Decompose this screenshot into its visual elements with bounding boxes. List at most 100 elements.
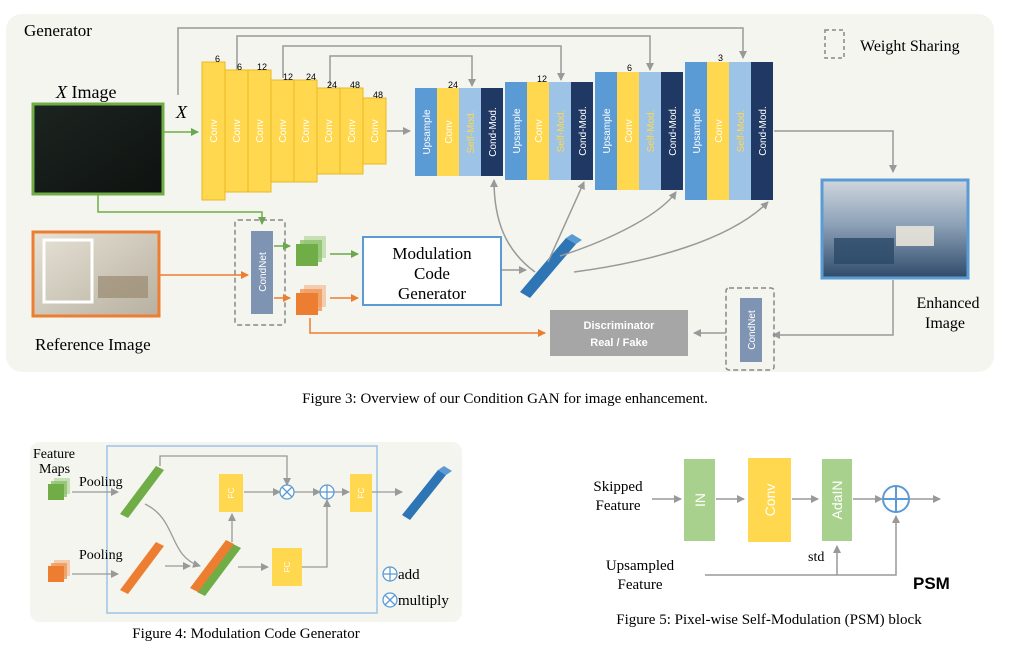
multiply-icon	[279, 484, 295, 500]
condnet-right-weight-sharing-box	[725, 287, 775, 371]
modulation-code-bar	[520, 238, 576, 298]
adain-label: AdaIN	[829, 481, 845, 520]
decoder: Upsample Conv Self-Mod. Cond-Mod. 24 Ups…	[415, 53, 773, 200]
condnet-block	[251, 231, 273, 314]
encoder-channel-count: 24	[306, 72, 316, 82]
cond-mod-label: Cond-Mod.	[578, 106, 589, 155]
code-to-cond-mod-4	[573, 201, 769, 273]
cond-mod-label: Cond-Mod.	[668, 106, 679, 155]
modulation-code-output-top	[438, 466, 452, 475]
decoder-conv-label: Conv	[444, 120, 455, 143]
self-mod-block	[639, 72, 661, 190]
self-mod-label: Self-Mod.	[466, 111, 477, 154]
self-mod-block	[729, 62, 751, 200]
condnet-right-label: CondNet	[747, 310, 758, 350]
add-legend-icon	[382, 566, 398, 582]
self-mod-block	[549, 82, 571, 180]
self-mod-label: Self-Mod.	[556, 110, 567, 153]
enhanced-image-label-line1: Enhanced	[916, 295, 979, 312]
fc-label: FC	[227, 487, 236, 498]
green-to-concat-arrow	[144, 503, 201, 568]
decoder-conv-block	[707, 62, 729, 200]
discriminator-output-label: Real / Fake	[590, 337, 647, 349]
modulation-label-line3: Generator	[398, 284, 466, 303]
modulation-label-line1: Modulation	[392, 244, 472, 263]
skipped-feature-label-line2: Feature	[596, 498, 641, 514]
concat-vector-green	[197, 544, 241, 596]
cond-mod-label: Cond-Mod.	[758, 106, 769, 155]
self-mod-label: Self-Mod.	[736, 110, 747, 153]
upsample-block	[505, 82, 527, 180]
cond-mod-block	[481, 88, 503, 176]
reference-image-label: Reference Image	[35, 335, 151, 354]
skip-connection-3	[282, 45, 565, 81]
cond-mod-block	[661, 72, 683, 190]
decoder-channel-count: 12	[537, 74, 547, 84]
upsample-block	[685, 62, 707, 200]
condnet-weight-sharing-box	[234, 219, 286, 326]
upsample-label: Upsample	[512, 108, 523, 153]
encoder-conv-block	[362, 97, 387, 165]
encoder-channel-count: 6	[237, 62, 242, 72]
pooling-label-green: Pooling	[79, 475, 123, 490]
x-arrow-label: X	[175, 102, 188, 122]
psm-conv-block	[748, 458, 791, 542]
adain-block	[822, 459, 852, 541]
encoder-channel-count: 6	[215, 54, 220, 64]
encoder-channel-count: 24	[327, 80, 337, 90]
encoder-conv-label: Conv	[278, 119, 289, 142]
encoder-channel-count: 48	[373, 90, 383, 100]
weight-sharing-label: Weight Sharing	[860, 38, 960, 55]
figure-5: Skipped Feature Upsampled Feature IN Con…	[593, 458, 950, 628]
decoder-conv-label: Conv	[714, 119, 725, 142]
std-label: std	[808, 550, 824, 565]
code-to-cond-mod-3	[559, 191, 677, 257]
generator-label: Generator	[24, 21, 92, 40]
self-mod-block	[459, 88, 481, 176]
modulation-code-generator-box	[362, 236, 502, 306]
code-to-cond-mod-2	[547, 181, 585, 263]
discriminator-block	[550, 310, 688, 356]
enhanced-to-condnet-arrow	[772, 280, 894, 339]
multiply-legend-label: multiply	[398, 593, 449, 609]
green-feature-map-icon	[296, 236, 326, 266]
decoder-channel-count: 3	[718, 53, 723, 63]
encoder-channel-count: 12	[257, 62, 267, 72]
upsample-block	[595, 72, 617, 190]
fc-label: FC	[283, 561, 292, 572]
upsample-label: Upsample	[692, 108, 703, 153]
enhanced-image-label-line2: Image	[925, 315, 965, 332]
orange-feature-map-icon	[296, 285, 326, 315]
figure-5-caption: Figure 5: Pixel-wise Self-Modulation (PS…	[616, 612, 922, 628]
green-feature-map-icon	[48, 478, 70, 500]
concat-vector-orange	[190, 540, 234, 592]
figure-3-caption: Figure 3: Overview of our Condition GAN …	[302, 391, 708, 407]
green-pooled-vector	[120, 466, 164, 518]
condnet-label: CondNet	[258, 252, 269, 292]
reference-image-shelf	[98, 276, 148, 298]
figure-4-caption: Figure 4: Modulation Code Generator	[132, 626, 359, 642]
discriminator-label: Discriminator	[584, 320, 656, 332]
pooling-label-orange: Pooling	[79, 548, 123, 563]
condnet-right-block	[740, 298, 762, 362]
modulation-code-bar-top	[566, 234, 582, 244]
orange-pooled-vector	[120, 542, 164, 594]
add-icon	[319, 484, 335, 500]
x-to-condnet-arrow	[97, 195, 266, 225]
in-block	[684, 459, 715, 541]
encoder-conv-label: Conv	[347, 119, 358, 142]
skip-connection-4	[329, 55, 476, 87]
add-legend-label: add	[398, 567, 420, 583]
psm-label: PSM	[913, 574, 950, 593]
cond-mod-block	[751, 62, 773, 200]
decoder-conv-block	[527, 82, 549, 180]
self-mod-label: Self-Mod.	[646, 110, 657, 153]
encoder-conv-label: Conv	[370, 119, 381, 142]
modulation-code-output-vector	[402, 470, 446, 520]
decoder-channel-count: 24	[448, 80, 458, 90]
skip-connections	[177, 27, 747, 95]
cond-mod-block	[571, 82, 593, 180]
figure-5-arrows	[652, 495, 941, 576]
decoder-conv-label: Conv	[624, 119, 635, 142]
